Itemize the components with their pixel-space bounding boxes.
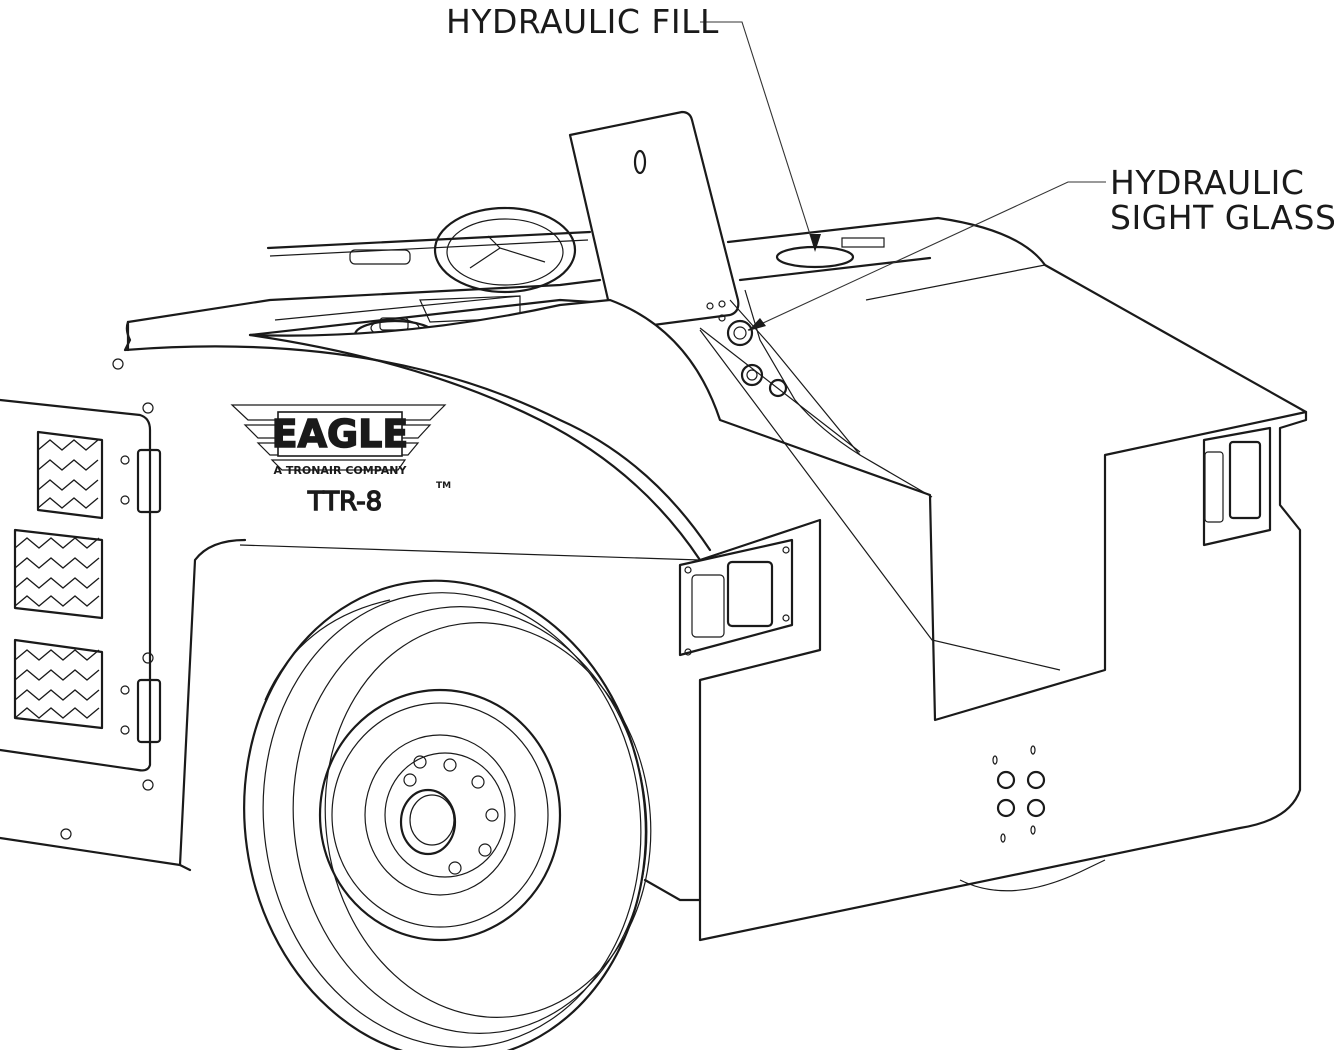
eagle-logo: EAGLE A TRONAIR COMPANY TM TTR-8 (230, 404, 451, 518)
logo-tagline: A TRONAIR COMPANY (274, 464, 408, 477)
grille (13, 430, 104, 730)
hydraulic-fill-label: HYDRAULIC FILL (446, 2, 719, 41)
front-body (0, 320, 712, 872)
steering-wheel (349, 206, 577, 294)
tail-light-right (1202, 426, 1272, 547)
sight-glass-leader (747, 181, 1106, 331)
sight-glass-label-line1: HYDRAULIC (1110, 163, 1305, 202)
raised-hood-panel (568, 110, 740, 332)
front-wheel (243, 579, 702, 1050)
logo-trademark: TM (436, 481, 451, 491)
rear-wheel (959, 859, 1106, 892)
hydraulic-fill-leader (700, 21, 816, 251)
callout-leaders (700, 21, 1106, 331)
sight-glass-label-line2: SIGHT GLASS (1110, 198, 1334, 237)
right-top-cover (726, 216, 1308, 414)
bumper-bolts (992, 745, 1046, 843)
center-hood (248, 289, 1308, 942)
tail-light-left (678, 538, 794, 657)
hinges (60, 358, 162, 840)
sight-glass (726, 319, 788, 398)
mesh-pattern (14, 439, 100, 719)
logo-model: TTR-8 (307, 487, 382, 517)
logo-brand: EAGLE (272, 412, 409, 456)
